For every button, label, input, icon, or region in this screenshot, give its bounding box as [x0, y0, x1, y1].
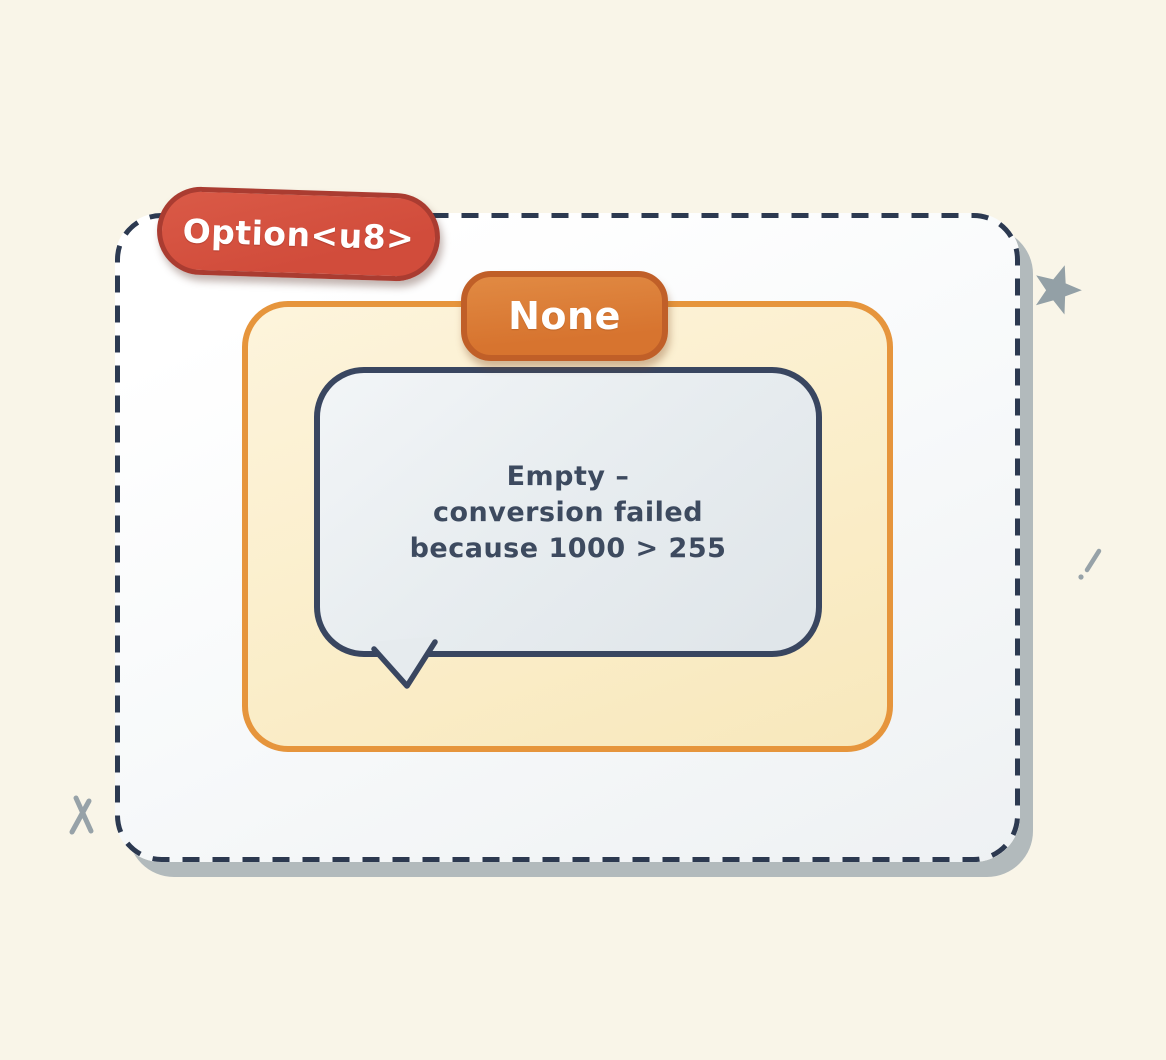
variant-badge: None: [461, 271, 668, 361]
note-text: Empty – conversion failed because 1000 >…: [410, 459, 727, 567]
variant-label: None: [508, 294, 621, 338]
option-type-badge: Option<u8>: [155, 185, 442, 283]
note-line: conversion failed: [432, 497, 704, 528]
option-type-label: Option<u8>: [182, 210, 415, 258]
note-line: because 1000 > 255: [409, 533, 727, 564]
note-line: Empty –: [506, 461, 630, 492]
sparkle-slash-icon: [1078, 548, 1102, 580]
x-mark-icon: [69, 795, 94, 835]
note-bubble: Empty – conversion failed because 1000 >…: [314, 367, 822, 657]
star-icon: [1035, 265, 1082, 315]
